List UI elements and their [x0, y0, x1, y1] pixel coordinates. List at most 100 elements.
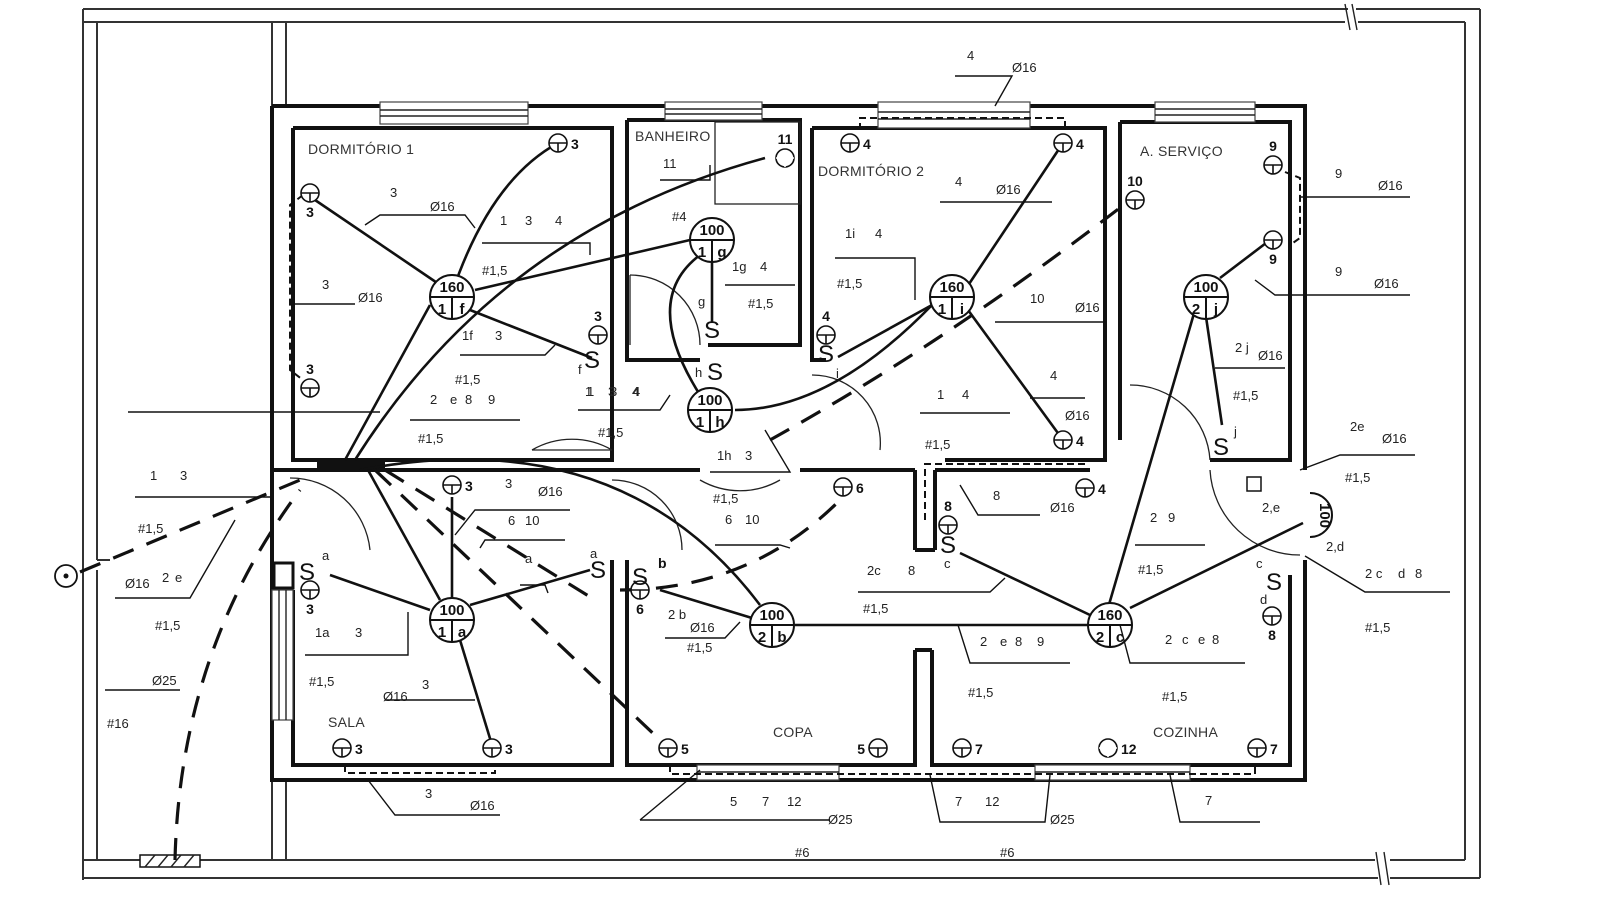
conductor-label: #1,5 — [713, 491, 738, 506]
conductor-label: e — [175, 570, 182, 585]
outlet-circuit-label: 5 — [857, 741, 865, 757]
outlet-circuit-8[interactable]: 8 — [938, 498, 958, 535]
outlet-circuit-label: 12 — [1121, 741, 1137, 757]
outlet-circuit-3[interactable]: 3 — [332, 738, 363, 758]
ceiling-conduits — [314, 141, 1304, 746]
callout-leader — [955, 75, 1014, 107]
outlet-circuit-3[interactable]: 3 — [442, 475, 473, 495]
conductor-label: Ø16 — [1378, 178, 1403, 193]
switch-label: a — [590, 546, 598, 561]
conductor-label: Ø16 — [1382, 431, 1407, 446]
switch-f[interactable]: S — [584, 347, 600, 374]
conductor-label: 9 — [1335, 166, 1342, 181]
conductor-label: 4 — [632, 384, 639, 399]
conductor-label: 3 — [610, 384, 617, 399]
conductor-label: 3 — [322, 277, 329, 292]
outlet-circuit-9[interactable]: 9 — [1263, 138, 1283, 175]
conductor-label: 2 — [980, 634, 987, 649]
outlet-circuit-label: 3 — [306, 204, 314, 220]
outlet-circuit-4[interactable]: 4 — [816, 308, 836, 345]
switch-c2[interactable]: S — [1266, 569, 1282, 596]
outlet-circuit-label: 7 — [975, 741, 983, 757]
outlet-circuit-6[interactable]: 6 — [630, 580, 650, 617]
conductor-label: Ø16 — [1075, 300, 1100, 315]
outlet-circuit-3[interactable]: 3 — [300, 361, 320, 398]
conductor-label: 6 — [508, 513, 515, 528]
outlet-circuit-label: 4 — [822, 308, 830, 324]
switch-i[interactable]: S — [818, 341, 834, 368]
switch-e[interactable] — [1246, 476, 1262, 492]
outlet-circuit-7[interactable]: 7 — [1247, 738, 1278, 758]
outlet-circuit-6[interactable]: 6 — [833, 477, 864, 497]
conductor-label: #1,5 — [968, 685, 993, 700]
outlet-circuit-11[interactable]: 11 — [775, 131, 795, 168]
luminaire-power: 100 — [759, 607, 784, 624]
distribution-panel[interactable] — [317, 459, 385, 470]
outlet-circuit-12[interactable]: 12 — [1098, 738, 1137, 758]
doors — [289, 274, 1301, 556]
outlet-circuit-5[interactable]: 5 — [857, 738, 888, 758]
switch-label: j — [1233, 424, 1237, 439]
outlet-circuit-4[interactable]: 4 — [1053, 133, 1084, 153]
switch-c[interactable]: S — [940, 532, 956, 559]
conductor-label: 4 — [633, 384, 640, 399]
outlet-circuit-4[interactable]: 4 — [1075, 478, 1106, 498]
conductor-label: Ø16 — [1050, 500, 1075, 515]
switches: S f S g S h S i S j S a S a S b S c S c … — [299, 294, 1282, 607]
outlet-circuit-3[interactable]: 3 — [482, 738, 513, 758]
conductor-label: #1,5 — [138, 521, 163, 536]
conductor-label: 5 — [730, 794, 737, 809]
outlet-circuit-9[interactable]: 9 — [1263, 230, 1283, 267]
conductor-label: Ø16 — [690, 620, 715, 635]
outlet-circuit-3[interactable]: 3 — [300, 183, 320, 220]
callout-leader — [364, 214, 476, 229]
outlet-circuit-label: 5 — [681, 741, 689, 757]
conductor-label: #1,5 — [687, 640, 712, 655]
room-label-dormitorio1: DORMITÓRIO 1 — [308, 141, 414, 157]
switch-a1[interactable]: S — [299, 559, 315, 586]
switch-b[interactable]: S — [632, 564, 648, 591]
outlet-circuit-label: 11 — [778, 131, 793, 147]
conductor-label: 1g — [732, 259, 746, 274]
service-entry[interactable] — [54, 564, 78, 588]
switch-h[interactable]: S — [707, 359, 723, 386]
room-label-banheiro: BANHEIRO — [635, 128, 711, 144]
outlet-circuit-4[interactable]: 4 — [1053, 430, 1084, 450]
conductor-label: Ø16 — [430, 199, 455, 214]
callout-leader — [115, 519, 236, 599]
conductor-label: 4 — [875, 226, 882, 241]
outlet-circuit-10[interactable]: 10 — [1125, 173, 1145, 210]
callout-leader — [520, 584, 549, 594]
switch-g[interactable]: S — [704, 317, 720, 344]
outlet-circuit-8[interactable]: 8 — [1262, 606, 1282, 643]
outlet-circuit-label: 10 — [1127, 173, 1143, 189]
switch-a2[interactable]: S — [590, 557, 606, 584]
outlet-circuit-3[interactable]: 3 — [300, 580, 320, 617]
outlet-circuit-3[interactable]: 3 — [548, 133, 579, 153]
conductor-label: Ø16 — [1012, 60, 1037, 75]
callout-leader — [305, 612, 409, 656]
conductor-label: #6 — [1000, 845, 1014, 860]
switch-j[interactable]: S — [1213, 434, 1229, 461]
outlet-circuit-label: 4 — [1076, 433, 1084, 449]
outlet-circuit-7[interactable]: 7 — [952, 738, 983, 758]
outlet-circuit-5[interactable]: 5 — [658, 738, 689, 758]
outlet-circuit-label: 3 — [306, 361, 314, 377]
outlet-circuit-3[interactable]: 3 — [588, 308, 608, 345]
conductor-label: #1,5 — [155, 618, 180, 633]
outlet-circuit-4[interactable]: 4 — [840, 133, 871, 153]
switch-label: g — [698, 294, 705, 309]
conductor-label: Ø16 — [538, 484, 563, 499]
conductor-label: #1,5 — [748, 296, 773, 311]
conductor-label: #1,5 — [482, 263, 507, 278]
